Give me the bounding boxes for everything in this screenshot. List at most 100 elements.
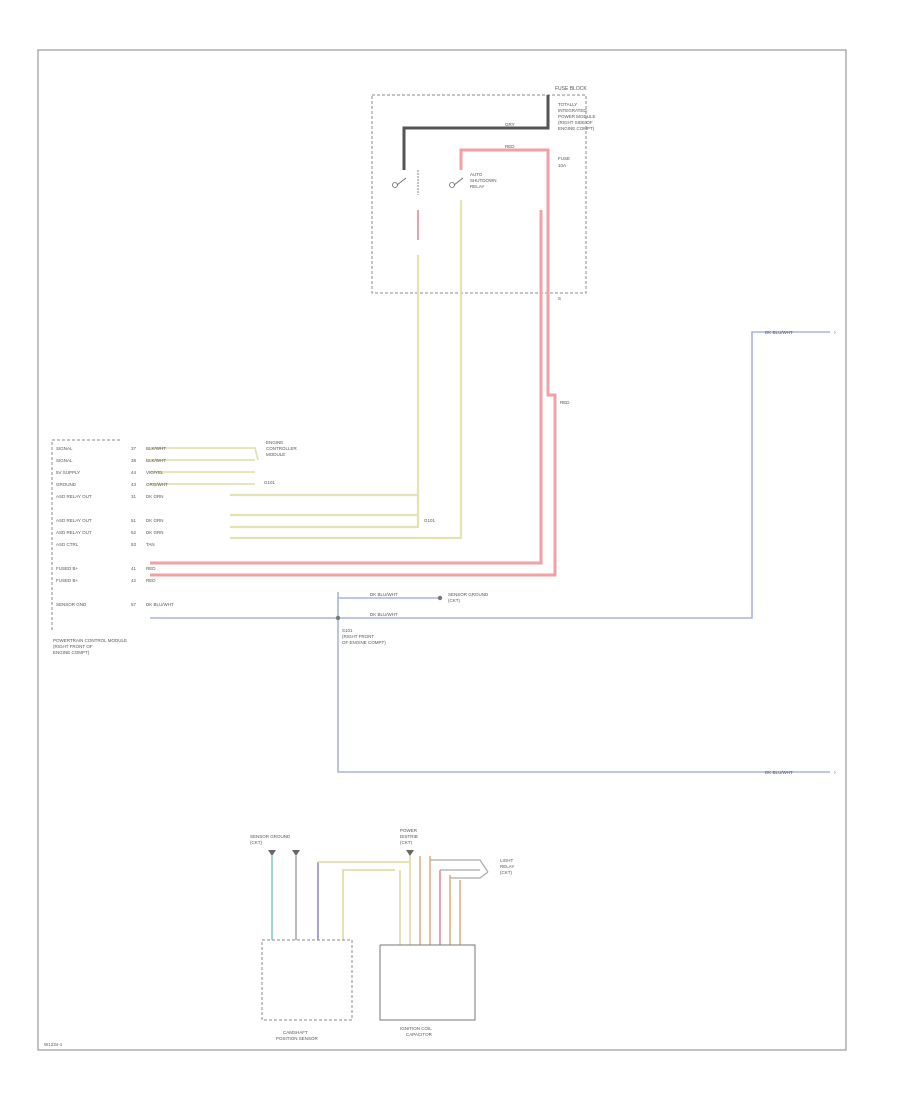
pcm-pin-row: SENSOR GND 57 DK BLU/WHT	[56, 602, 174, 607]
pin-wire-color: RED	[146, 578, 156, 583]
pin-number: 44	[131, 470, 137, 475]
pcm-title: POWERTRAIN CONTROL MODULE (RIGHT FRONT O…	[53, 638, 127, 655]
power-module-box	[371, 94, 587, 294]
svg-text:CONTROLLER: CONTROLLER	[266, 446, 298, 451]
mid-connector-label: G101	[264, 480, 276, 485]
arrow-bottom: ›	[834, 770, 836, 776]
yellow-wire-3	[230, 495, 420, 517]
camshaft-sensor: SENSOR GROUND (CKT) CAMSHAFT POSITION SE…	[250, 834, 410, 1041]
splice-label: S101 (RIGHT FRONT OF ENGINE COMPT)	[342, 628, 386, 645]
top-connector-label: ENGINE CONTROLLER MODULE	[266, 440, 298, 457]
red-vertical-label: RED	[560, 400, 570, 405]
pin-name: ASD RELAY OUT	[56, 530, 92, 535]
svg-text:ENGINE: ENGINE	[266, 440, 283, 445]
svg-text:(CKT): (CKT)	[500, 870, 512, 875]
pin-name: ASD RELAY OUT	[56, 494, 92, 499]
blue-wire-loop	[337, 592, 830, 773]
pin-name: FUSED B+	[56, 578, 79, 583]
pin-number: 51	[131, 518, 137, 523]
pin-name: SIGNAL	[56, 446, 73, 451]
pin-number: 57	[131, 602, 137, 607]
pin-wire-color: TAN	[146, 542, 155, 547]
pcm-pin-row: ASD RELAY OUT 51 DK GRN	[56, 518, 164, 523]
svg-text:SHUTDOWN: SHUTDOWN	[470, 178, 497, 183]
pin-name: ASD CTRL	[56, 542, 79, 547]
svg-text:SENSOR GROUND: SENSOR GROUND	[448, 592, 489, 597]
pin-wire-color: DK GRN	[146, 494, 164, 499]
pcm-pin-row: SIGNAL 37 BLK/WHT	[56, 446, 166, 451]
svg-text:ENGINE COMPT): ENGINE COMPT)	[53, 650, 90, 655]
pcm-box	[51, 439, 120, 632]
svg-text:TOTALLY: TOTALLY	[558, 102, 577, 107]
svg-text:IGNITION COIL: IGNITION COIL	[400, 1026, 432, 1031]
pin-number: 41	[131, 566, 137, 571]
pin-wire-color: ORG/WHT	[146, 482, 168, 487]
pin-wire-color: DK GRN	[146, 530, 164, 535]
svg-text:POWERTRAIN CONTROL MODULE: POWERTRAIN CONTROL MODULE	[53, 638, 127, 643]
svg-text:OF ENGINE COMPT): OF ENGINE COMPT)	[342, 640, 386, 645]
pcm-pin-row: ASD CTRL 53 TAN	[56, 542, 155, 547]
pin-name: SIGNAL	[56, 458, 73, 463]
blue-top-label: DK BLU/WHT	[765, 330, 793, 335]
pin-name: FUSED B+	[56, 566, 79, 571]
fuse-label: FUSE	[558, 156, 570, 161]
blue-wire-main	[150, 331, 830, 619]
yellow-wire-4	[230, 515, 420, 529]
splice-dot	[335, 615, 341, 621]
red-wire-label: RED	[505, 144, 515, 149]
pin-number: 31	[131, 494, 137, 499]
blue-bottom-label: DK BLU/WHT	[765, 770, 793, 775]
splice-s105: S	[558, 296, 561, 301]
arrow-top: ›	[834, 330, 836, 336]
pin-wire-color: BLK/WHT	[146, 446, 166, 451]
svg-text:AUTO: AUTO	[470, 172, 483, 177]
gry-wire-label: GRY	[505, 122, 515, 127]
pcm-pin-row: ASD RELAY OUT 52 DK GRN	[56, 530, 164, 535]
red-wire-b2	[150, 210, 543, 565]
yellow-wire-5	[150, 447, 259, 461]
svg-text:ENGINE COMPT): ENGINE COMPT)	[558, 126, 595, 131]
pin-number: 43	[131, 482, 137, 487]
svg-text:RELAY: RELAY	[470, 184, 484, 189]
pin-name: SENSOR GND	[56, 602, 87, 607]
relay-name: AUTO SHUTDOWN RELAY	[470, 172, 497, 189]
svg-text:INTEGRATED: INTEGRATED	[558, 108, 587, 113]
fuse-number: 10A	[558, 163, 566, 168]
pin-number: 42	[131, 578, 137, 583]
diagram-frame	[37, 49, 847, 1051]
pcm-pin-row: FUSED B+ 42 RED	[56, 578, 156, 583]
svg-text:MODULE: MODULE	[266, 452, 285, 457]
svg-text:CAPACITOR: CAPACITOR	[406, 1032, 433, 1037]
sensor-ground-tag: SENSOR GROUND (CKT)	[448, 592, 489, 603]
pin-number: 53	[131, 542, 137, 547]
svg-text:POWER MODULE: POWER MODULE	[558, 114, 596, 119]
svg-text:(RIGHT SIDE OF: (RIGHT SIDE OF	[558, 120, 593, 125]
svg-text:SENSOR GROUND: SENSOR GROUND	[250, 834, 291, 839]
pcm-pin-row: FUSED B+ 41 RED	[56, 566, 156, 571]
pin-name: GROUND	[56, 482, 77, 487]
pin-number: 38	[131, 458, 137, 463]
svg-text:DISTRIB: DISTRIB	[400, 834, 418, 839]
relay-title: TOTALLY INTEGRATED POWER MODULE (RIGHT S…	[558, 102, 596, 131]
svg-text:(CKT): (CKT)	[400, 840, 412, 845]
ignition-coil: POWER DISTRIB (CKT) LIGHT RELAY (CKT) IG…	[379, 828, 514, 1037]
svg-text:RELAY: RELAY	[500, 864, 514, 869]
svg-text:CAMSHAFT: CAMSHAFT	[283, 1030, 308, 1035]
pin-name: ASD RELAY OUT	[56, 518, 92, 523]
pin-name: 5V SUPPLY	[56, 470, 80, 475]
svg-text:(CKT): (CKT)	[448, 598, 460, 603]
pin-wire-color: DK GRN	[146, 518, 164, 523]
pin-wire-color: RED	[146, 566, 156, 571]
footer-id: W1234-1	[44, 1042, 63, 1047]
pin-wire-color: DK BLU/WHT	[146, 602, 174, 607]
pin-number: 52	[131, 530, 137, 535]
pin-number: 37	[131, 446, 137, 451]
pcm-pin-row: ASD RELAY OUT 31 DK GRN	[56, 494, 164, 499]
fuse-box-label: FUSE BLOCK	[555, 86, 587, 92]
svg-text:POWER: POWER	[400, 828, 418, 833]
pin-wire-color: BLK/WHT	[146, 458, 166, 463]
pcm-pin-row: SIGNAL 38 BLK/WHT	[56, 458, 166, 463]
